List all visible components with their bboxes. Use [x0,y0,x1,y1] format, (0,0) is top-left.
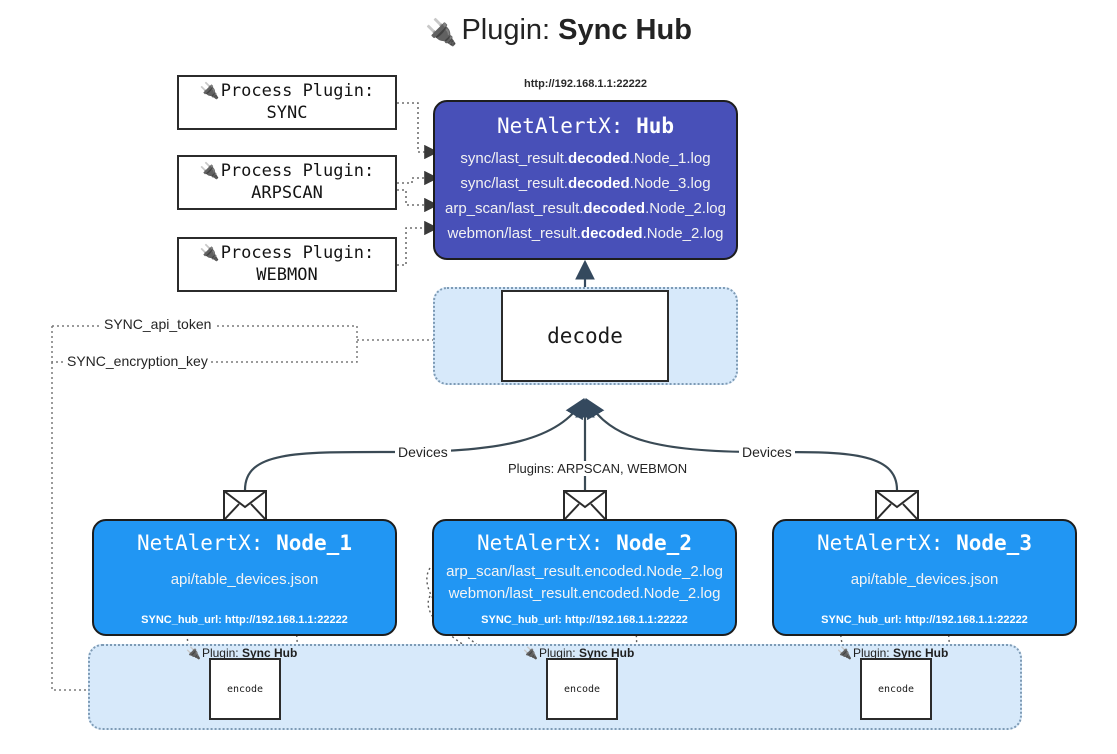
node-line: arp_scan/last_result.encoded.Node_2.log [446,563,723,580]
process-plugin-name: ARPSCAN [251,182,323,203]
node-box-node-1[interactable]: NetAlertX: Node_1 api/table_devices.json… [92,519,397,636]
plug-icon: 🔌 [199,243,220,263]
plug-icon: 🔌 [186,646,201,660]
plug-icon: 🔌 [199,81,220,101]
plug-icon: 🔌 [837,646,852,660]
page-title-name: Sync Hub [558,14,692,46]
encode-box-node-2[interactable]: encode [546,658,618,720]
envelope-icon [875,490,919,521]
process-plugin-box-arpscan[interactable]: 🔌Process Plugin: ARPSCAN [177,155,397,210]
process-plugin-line1: 🔌Process Plugin: [200,161,374,182]
hub-log-line: sync/last_result.decoded.Node_1.log [460,150,711,167]
plugins-label-middle: Plugins: ARPSCAN, WEBMON [505,461,691,476]
process-plugin-name: SYNC [266,102,308,123]
encoder-plugin-label: 🔌Plugin: Sync Hub [837,646,949,660]
node-title: NetAlertX: Node_1 [137,531,352,555]
devices-label-right: Devices [739,444,795,460]
node-title: NetAlertX: Node_3 [817,531,1032,555]
envelope-icon [223,490,267,521]
node-box-node-2[interactable]: NetAlertX: Node_2 arp_scan/last_result.e… [432,519,737,636]
hub-log-line: arp_scan/last_result.decoded.Node_2.log [445,200,726,218]
sync-encryption-key-label: SYNC_encryption_key [64,353,211,369]
process-plugin-label: Process Plugin: [220,161,375,182]
node-hub-url: SYNC_hub_url: http://192.168.1.1:22222 [481,614,688,626]
envelope-icon [563,490,607,521]
node-line: webmon/last_result.encoded.Node_2.log [448,585,721,602]
hub-title: NetAlertX: Hub [435,114,736,138]
hub-log-line: webmon/last_result.decoded.Node_2.log [447,225,724,243]
process-plugin-box-webmon[interactable]: 🔌Process Plugin: WEBMON [177,237,397,292]
decode-box[interactable]: decode [501,290,669,382]
plug-icon: 🔌 [199,161,220,181]
hub-url-label: http://192.168.1.1:22222 [524,78,647,90]
process-plugin-name: WEBMON [256,264,318,285]
process-plugin-label: Process Plugin: [220,243,375,264]
hub-node[interactable]: NetAlertX: Hub sync/last_result.decoded.… [433,100,738,260]
node-line: api/table_devices.json [170,571,319,588]
node-title: NetAlertX: Node_2 [477,531,692,555]
node-hub-url: SYNC_hub_url: http://192.168.1.1:22222 [821,614,1028,626]
page-title: 🔌Plugin: Sync Hub [0,14,1117,48]
node-hub-url: SYNC_hub_url: http://192.168.1.1:22222 [141,614,348,626]
encode-box-node-3[interactable]: encode [860,658,932,720]
process-plugin-line1: 🔌Process Plugin: [200,81,374,102]
encoder-plugin-label: 🔌Plugin: Sync Hub [186,646,298,660]
hub-title-name: Hub [636,114,675,138]
process-plugin-box-sync[interactable]: 🔌Process Plugin: SYNC [177,75,397,130]
sync-api-token-label: SYNC_api_token [101,316,215,332]
encoder-plugin-label: 🔌Plugin: Sync Hub [523,646,635,660]
node-box-node-3[interactable]: NetAlertX: Node_3 api/table_devices.json… [772,519,1077,636]
devices-label-left: Devices [395,444,451,460]
node-title-name: Node_3 [956,531,1032,555]
node-line: api/table_devices.json [850,571,999,588]
hub-title-prefix: NetAlertX: [496,114,624,138]
encode-box-node-1[interactable]: encode [209,658,281,720]
hub-log-line: sync/last_result.decoded.Node_3.log [460,175,711,193]
plug-icon: 🔌 [425,17,458,47]
process-plugin-line1: 🔌Process Plugin: [200,243,374,264]
node-title-name: Node_2 [616,531,692,555]
page-title-prefix: Plugin: [461,14,551,46]
plug-icon: 🔌 [523,646,538,660]
process-plugin-label: Process Plugin: [220,81,375,102]
node-title-name: Node_1 [276,531,352,555]
